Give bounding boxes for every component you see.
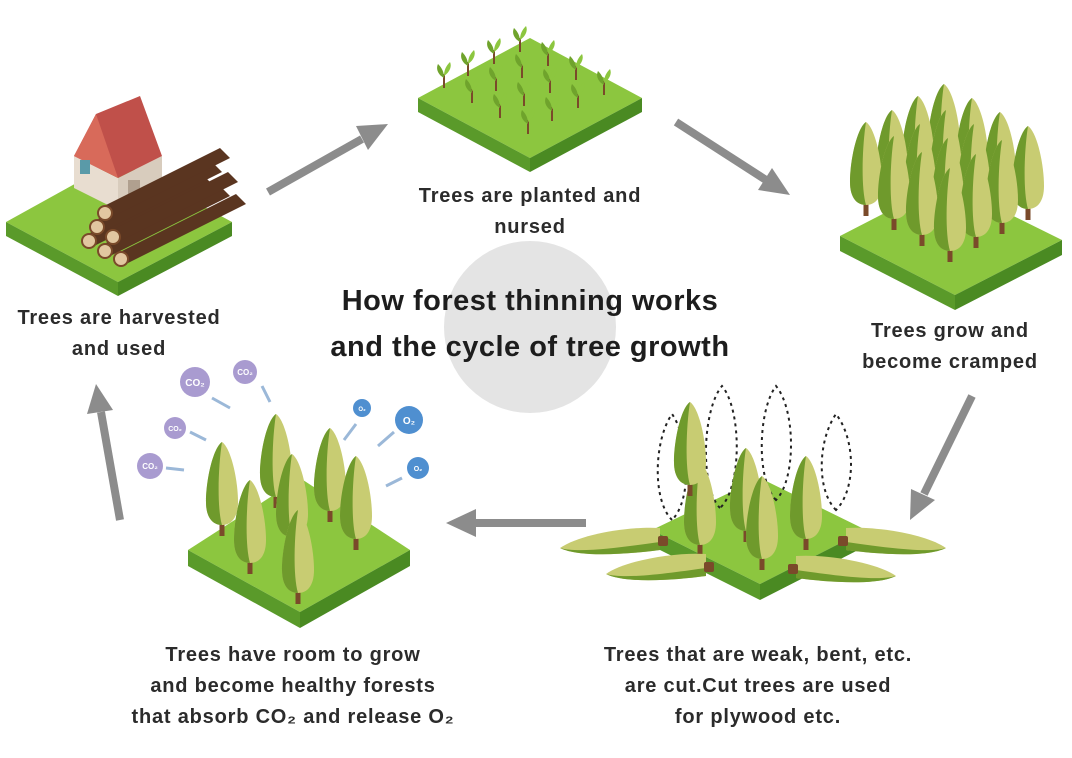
co2-label: CO₂ [142, 462, 158, 471]
scene-harvested [6, 96, 247, 296]
center-circle [444, 241, 616, 413]
scene-planted [418, 26, 642, 172]
scene-thinned [560, 384, 946, 600]
co2-label: CO₂ [168, 426, 182, 433]
cut-tree-outlines [656, 384, 852, 522]
co2-absorption-arrows [165, 385, 272, 472]
caption-planted: Trees are planted and nursed [418, 185, 642, 238]
o2-bubbles [353, 399, 429, 479]
scene-cramped [840, 84, 1062, 310]
cycle-arrows [87, 118, 976, 537]
o2-release-arrows [342, 423, 403, 488]
co2-bubbles [137, 360, 257, 479]
arrow-harvested-to-planted [266, 124, 388, 196]
caption-thinned: Trees that are weak, bent, etc. are cut.… [603, 644, 913, 728]
caption-harvested: Trees are harvested and used [17, 307, 221, 360]
caption-cramped: Trees grow and become cramped [862, 320, 1038, 373]
o2-label: O₂ [358, 407, 366, 413]
o2-label: O₂ [403, 416, 415, 427]
co2-labels: CO₂ CO₂ CO₂ CO₂ [142, 368, 253, 471]
o2-labels: O₂ O₂ O₂ [358, 407, 422, 473]
co2-label: CO₂ [237, 368, 253, 377]
arrow-cramped-to-thinned [910, 394, 976, 520]
caption-healthy: Trees have room to grow and become healt… [131, 644, 455, 728]
scene-healthy: CO₂ CO₂ CO₂ CO₂ O₂ O₂ O₂ [137, 360, 429, 628]
title-line-1: How forest thinning works [341, 285, 719, 317]
arrow-healthy-to-harvested [87, 384, 124, 521]
arrow-thinned-to-healthy [446, 509, 586, 537]
arrow-planted-to-cramped [673, 118, 790, 195]
co2-label: CO₂ [185, 378, 204, 389]
o2-label: O₂ [414, 466, 423, 473]
page-title: How forest thinning works and the cycle … [270, 278, 790, 370]
title-line-2: and the cycle of tree growth [330, 331, 730, 363]
